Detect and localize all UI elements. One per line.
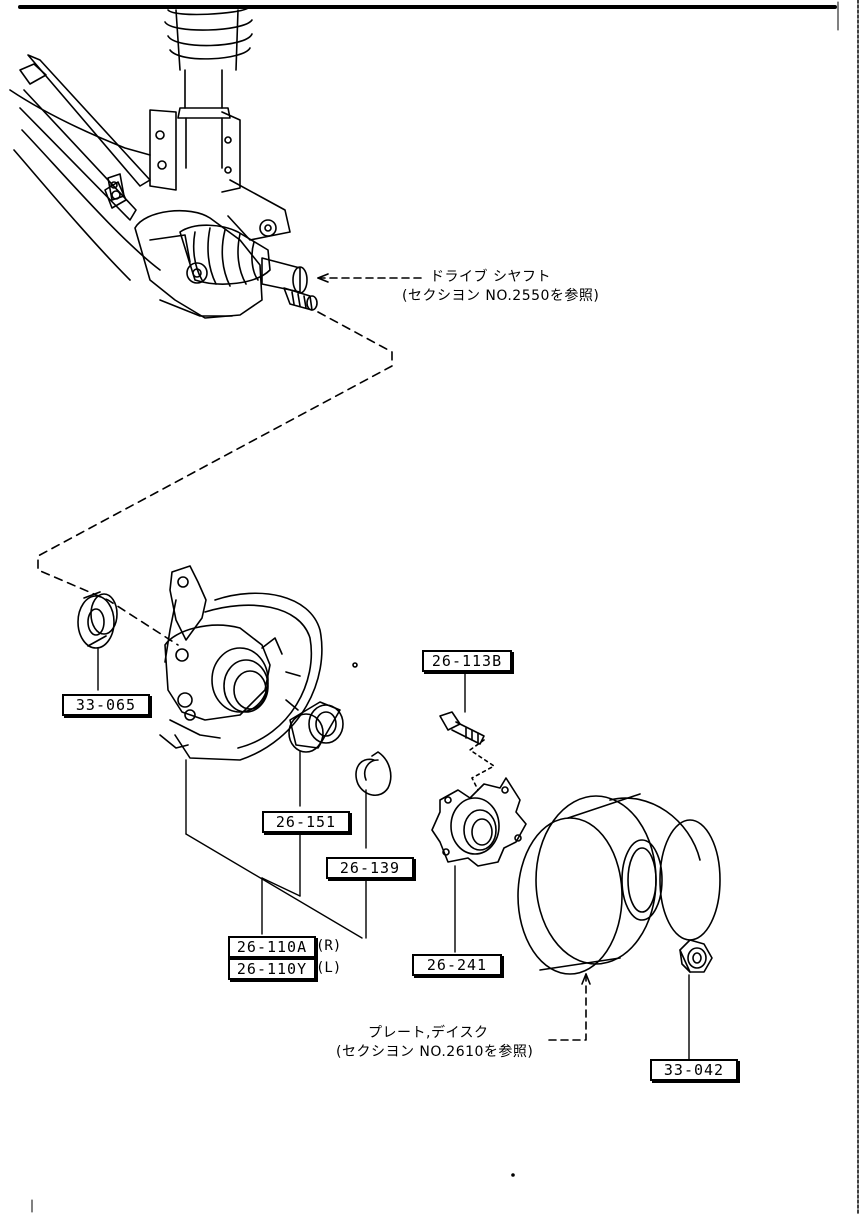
side-right-label: (R) (316, 938, 342, 954)
hub-26-241-illustration (431, 777, 527, 953)
drive-shaft-reference: (セクシヨン NO.2550を参照) (402, 288, 600, 304)
drive-shaft-leader (317, 273, 426, 283)
part-number-33-065[interactable]: 33-065 (62, 694, 150, 716)
part-number-26-113B[interactable]: 26-113B (422, 650, 512, 672)
nut-33-042-illustration (679, 939, 713, 1061)
part-number-26-241[interactable]: 26-241 (412, 954, 502, 976)
assembly-path-dashed (37, 311, 393, 646)
strut-assembly-illustration (9, 7, 318, 319)
bearing-26-151-illustration (288, 701, 344, 807)
part-number-26-151[interactable]: 26-151 (262, 811, 350, 833)
knuckle-dust-shield-illustration (159, 565, 358, 761)
page-frame (18, 0, 859, 1214)
brake-disc-illustration (517, 793, 721, 1041)
drive-shaft-title: ドライブ シヤフト (430, 269, 551, 285)
bolt-26-113B-illustration (439, 672, 495, 791)
part-number-26-110Y[interactable]: 26-110Y (228, 958, 316, 980)
part-number-33-042[interactable]: 33-042 (650, 1059, 738, 1081)
assembly-leader-lines (185, 759, 367, 939)
side-left-label: (L) (316, 960, 342, 976)
part-number-26-110A[interactable]: 26-110A (228, 936, 316, 958)
snap-ring-26-139-illustration (355, 751, 392, 849)
part-number-26-139[interactable]: 26-139 (326, 857, 414, 879)
seal-33-065-illustration (77, 591, 118, 691)
disc-plate-title: プレート,デイスク (368, 1025, 489, 1041)
disc-plate-reference: (セクシヨン NO.2610を参照) (336, 1044, 534, 1060)
